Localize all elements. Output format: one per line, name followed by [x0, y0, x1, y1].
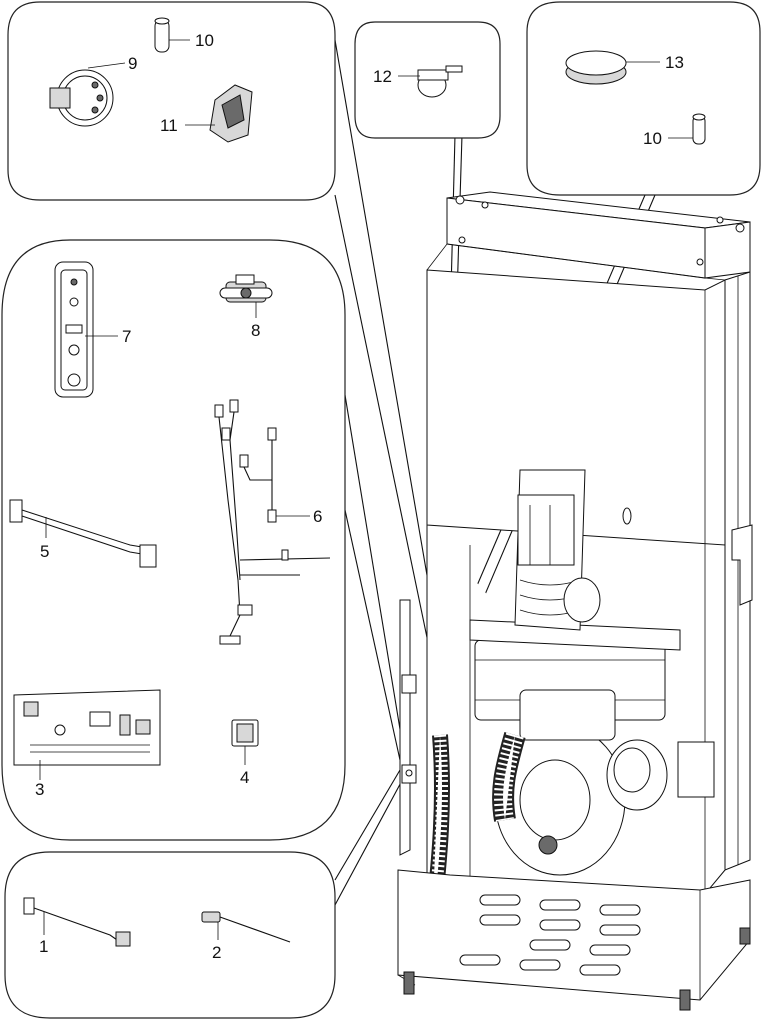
part-8-switch	[219, 274, 273, 318]
callout-6: 6	[313, 507, 322, 526]
part-13-cap	[565, 50, 660, 85]
part-1-sensor-cable	[23, 897, 131, 947]
callout-11: 11	[160, 116, 178, 135]
callout-12: 12	[373, 67, 392, 86]
callout-3: 3	[35, 780, 44, 799]
callout-4: 4	[240, 768, 249, 787]
panel-middle-left: 7 8 5	[1, 239, 346, 841]
part-9-pressure-switch	[49, 62, 126, 127]
part-11-bracket	[185, 84, 253, 143]
callout-13: 13	[665, 53, 684, 72]
boiler-assembly	[397, 191, 753, 1011]
part-4-connector	[231, 719, 259, 765]
callout-9: 9	[128, 54, 137, 73]
part-5-ribbon-cable	[9, 499, 157, 568]
callout-7: 7	[122, 327, 131, 346]
callout-8: 8	[251, 321, 260, 340]
panel-top-left: 10 9 11	[7, 1, 336, 201]
part-3-pcb	[13, 689, 161, 780]
callout-5: 5	[40, 542, 49, 561]
base-slots	[459, 894, 641, 976]
panel-top-right: 13 10	[526, 1, 761, 196]
panel-bottom-left: 1 2	[4, 851, 336, 1019]
callout-2: 2	[212, 943, 221, 962]
callout-1: 1	[39, 937, 48, 956]
part-7-control-fascia	[54, 261, 118, 398]
part-10-tube-right	[668, 113, 706, 145]
panel-top-middle: 12	[354, 21, 501, 139]
part-2-probe	[201, 911, 291, 943]
callout-10a: 10	[195, 31, 214, 50]
callout-10b: 10	[643, 129, 662, 148]
part-6-wiring-harness	[214, 399, 331, 645]
part-10-tube	[154, 17, 190, 53]
part-12-thermostat	[398, 65, 463, 98]
